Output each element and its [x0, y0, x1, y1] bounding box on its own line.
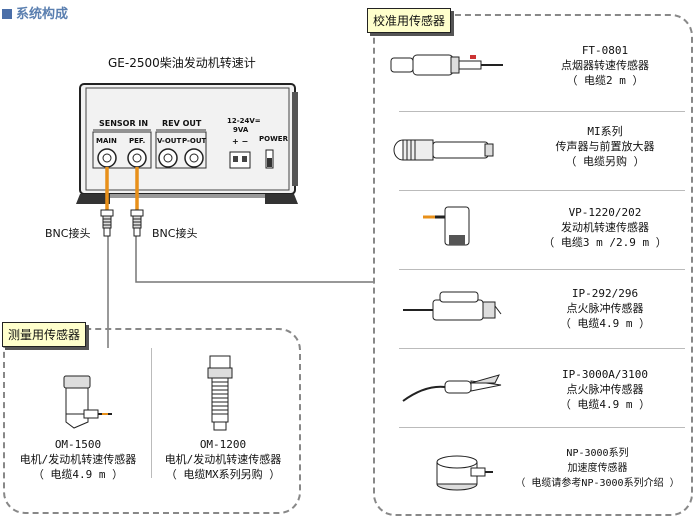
calib-item-name: MI系列 — [587, 125, 623, 138]
microphone-icon — [393, 139, 494, 161]
calib-item-name: FT-0801 — [581, 44, 629, 57]
divider — [399, 111, 685, 112]
calibration-panel — [373, 14, 693, 516]
power-label: POWER — [259, 135, 288, 143]
measurement-panel — [3, 328, 301, 514]
main-label: MAIN — [96, 137, 117, 145]
accelerometer-icon — [436, 455, 493, 491]
meas-item-om1500: OM-1500 电机/发动机转速传感器 （ 电缆4.9 m ） — [5, 437, 151, 482]
section-title: 系统构成 — [2, 3, 68, 22]
calib-item-note: （ 电缆另购 ） — [565, 155, 645, 168]
calib-item-note: （ 电缆请参考NP-3000系列介绍 ） — [515, 478, 680, 489]
main-bnc-port — [97, 148, 117, 168]
alligator-clip-icon — [402, 374, 502, 402]
meas-item-desc: 电机/发动机转速传感器 — [164, 453, 282, 466]
device-foot-right — [265, 194, 298, 204]
calib-item-desc: 点烟器转速传感器 — [561, 59, 649, 72]
calib-item-note: （ 电缆4.9 m ） — [559, 398, 651, 411]
measurement-title: 测量用传感器 — [2, 322, 87, 347]
meas-item-name: OM-1500 — [54, 438, 102, 451]
calib-item-desc: 点火脉冲传感器 — [566, 302, 644, 315]
ignition-clamp-icon — [403, 291, 502, 321]
divider — [399, 190, 685, 191]
divider — [399, 348, 685, 349]
pef-label: PEF. — [129, 137, 146, 145]
angled-sensor-icon — [63, 375, 112, 429]
calib-item-ip292: IP-292/296 点火脉冲传感器 （ 电缆4.9 m ） — [520, 286, 690, 331]
vibration-sensor-icon — [423, 206, 470, 246]
v-out-port — [158, 148, 178, 168]
pef-bnc-port — [127, 148, 147, 168]
measurement-icons — [63, 355, 233, 431]
section-title-text: 系统构成 — [16, 7, 69, 22]
wire-to-calibration — [135, 235, 375, 283]
p-out-label: P-OUT — [182, 137, 207, 145]
cigarette-lighter-sensor-icon — [390, 54, 503, 76]
calib-item-note: （ 电缆2 m ） — [566, 74, 644, 87]
va-label: 9VA — [233, 126, 249, 134]
device-title: GE-2500柴油发动机转速计 — [108, 56, 256, 70]
calib-item-ip3000: IP-3000A/3100 点火脉冲传感器 （ 电缆4.9 m ） — [520, 367, 690, 412]
polarity-label: + − — [232, 137, 249, 146]
meas-item-om1200: OM-1200 电机/发动机转速传感器 （ 电缆MX系列另购 ） — [150, 437, 296, 482]
calib-item-vp1220: VP-1220/202 发动机转速传感器 （ 电缆3 m /2.9 m ） — [520, 205, 690, 250]
calib-item-note: （ 电缆3 m /2.9 m ） — [543, 236, 667, 249]
square-bullet-icon — [2, 9, 12, 19]
p-out-port — [184, 148, 204, 168]
calibration-icons — [390, 54, 503, 491]
calib-item-name: IP-3000A/3100 — [561, 368, 649, 381]
sensor-in-label: SENSOR IN — [99, 119, 149, 128]
calib-item-name: VP-1220/202 — [568, 206, 642, 219]
calib-item-desc: 发动机转速传感器 — [561, 221, 649, 234]
threaded-sensor-icon — [207, 355, 233, 431]
calibration-title: 校准用传感器 — [367, 8, 452, 33]
voltage-label: 12-24V= — [227, 117, 261, 125]
v-out-label: V-OUT — [157, 137, 182, 145]
rev-out-label: REV OUT — [162, 119, 202, 128]
bnc-label-left: BNC接头 — [45, 227, 91, 240]
meas-item-desc: 电机/发动机转速传感器 — [19, 453, 137, 466]
calib-item-ft0801: FT-0801 点烟器转速传感器 （ 电缆2 m ） — [520, 43, 690, 88]
calib-item-note: （ 电缆4.9 m ） — [559, 317, 651, 330]
calib-item-np3000: NP-3000系列 加速度传感器 （ 电缆请参考NP-3000系列介绍 ） — [500, 446, 695, 491]
calib-item-desc: 加速度传感器 — [567, 463, 628, 474]
divider — [151, 348, 152, 478]
calib-item-mi: MI系列 传声器与前置放大器 （ 电缆另购 ） — [520, 124, 690, 169]
calib-item-desc: 点火脉冲传感器 — [566, 383, 644, 396]
bnc-label-right: BNC接头 — [152, 227, 198, 240]
calib-item-desc: 传声器与前置放大器 — [555, 140, 655, 153]
calib-item-name: NP-3000系列 — [566, 448, 629, 459]
tachometer-device — [76, 83, 298, 237]
meas-item-note: （ 电缆MX系列另购 ） — [165, 468, 281, 481]
bnc-plug-left — [100, 209, 114, 237]
divider — [399, 269, 685, 270]
meas-item-name: OM-1200 — [199, 438, 247, 451]
bnc-plug-right — [130, 209, 144, 237]
calib-item-name: IP-292/296 — [571, 287, 639, 300]
device-foot-left — [76, 194, 110, 204]
divider — [399, 427, 685, 428]
meas-item-note: （ 电缆4.9 m ） — [32, 468, 124, 481]
